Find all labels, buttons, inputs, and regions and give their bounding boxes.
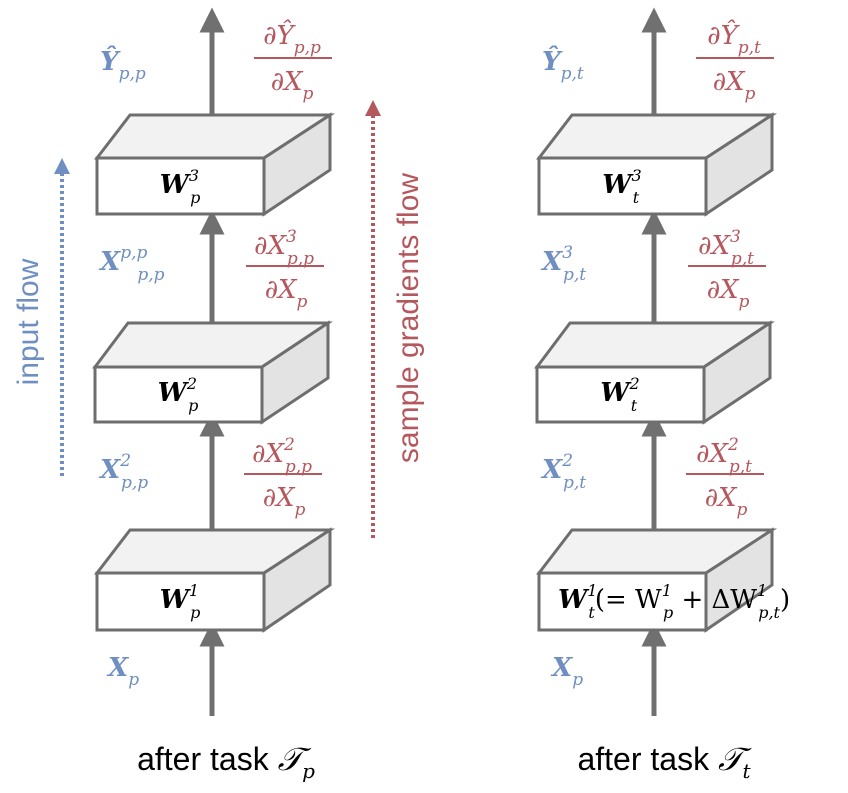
output-label: Ŷp,p	[100, 45, 146, 84]
svg-text:∂Ŷp,t: ∂Ŷp,t	[707, 19, 761, 58]
svg-text:∂X2p,t: ∂X2p,t	[696, 435, 752, 477]
caption-task-p: after task 𝒯p	[137, 740, 315, 783]
svg-text:∂X3p,t: ∂X3p,t	[698, 227, 754, 269]
svg-text:∂X3p,p: ∂X3p,p	[254, 227, 314, 269]
svg-text:∂X2p,p: ∂X2p,p	[252, 435, 312, 477]
svg-text:∂Xp: ∂Xp	[271, 67, 314, 104]
input-label: Xp	[106, 653, 139, 690]
grad-fraction-output-t: ∂Ŷp,t ∂Xp	[696, 19, 774, 104]
input-flow-label: input flow	[12, 258, 45, 385]
gradient-flow-label: sample gradients flow	[392, 173, 425, 463]
grad-fraction-output: ∂Ŷp,p ∂Xp	[254, 19, 332, 104]
input-flow-indicator: input flow	[12, 158, 70, 476]
svg-text:∂Xp: ∂Xp	[263, 483, 306, 520]
input-label-t: Xp	[550, 653, 583, 690]
svg-text:∂Xp: ∂Xp	[707, 275, 750, 312]
caption-task-t: after task 𝒯t	[577, 740, 752, 783]
gradient-flow-indicator: sample gradients flow	[365, 100, 425, 538]
svg-text:∂Xp: ∂Xp	[265, 275, 308, 312]
svg-text:∂Xp: ∂Xp	[705, 483, 748, 520]
svg-text:∂Ŷp,p: ∂Ŷp,p	[263, 19, 321, 58]
output-label-t: Ŷp,t	[542, 45, 584, 84]
svg-text:∂Xp: ∂Xp	[713, 67, 756, 104]
